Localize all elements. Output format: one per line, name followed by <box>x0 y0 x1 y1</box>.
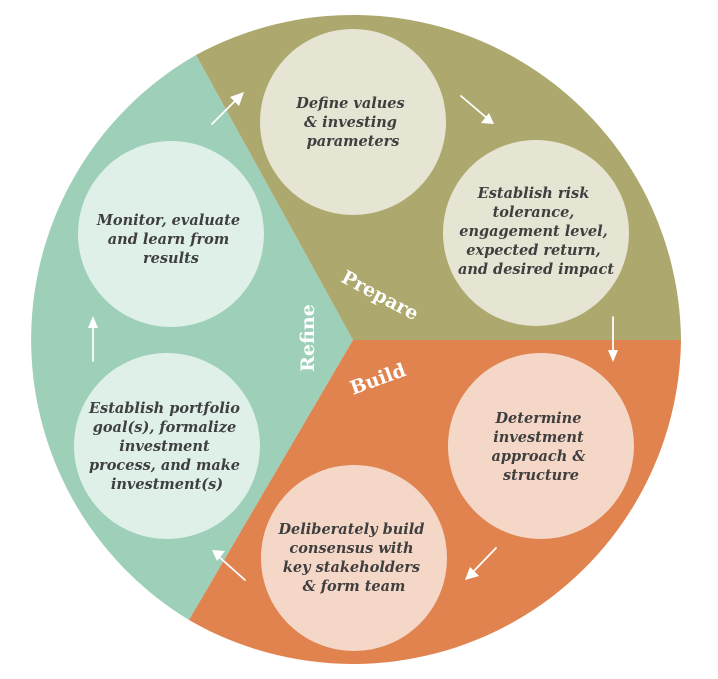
arrow-icon <box>460 95 494 124</box>
step-circle-build-consensus <box>261 465 447 651</box>
step-text-establish-risk: Establish risk tolerance, engagement lev… <box>458 185 614 278</box>
step-text-build-consensus: Deliberately build consensus with key st… <box>277 521 429 595</box>
arrow-icon <box>88 316 98 362</box>
step-circle-establish-risk <box>443 140 629 326</box>
step-text-establish-portfolio: Establish portfolio goal(s), formalize i… <box>88 400 245 493</box>
step-text-determine-approach: Determine investment approach & structur… <box>492 410 591 484</box>
arrow-icon <box>212 550 246 581</box>
step-text-define-values: Define values & investing parameters <box>295 95 409 150</box>
arrow-icon <box>465 547 497 580</box>
arrow-icon <box>608 316 618 362</box>
step-circle-monitor-evaluate <box>78 141 264 327</box>
phase-label-refine: Refine <box>297 304 319 372</box>
arrow-icon <box>211 92 244 125</box>
step-text-monitor-evaluate: Monitor, evaluate and learn from results <box>96 212 245 267</box>
step-circle-establish-portfolio <box>74 353 260 539</box>
step-circle-define-values <box>260 29 446 215</box>
step-circle-determine-approach <box>448 353 634 539</box>
